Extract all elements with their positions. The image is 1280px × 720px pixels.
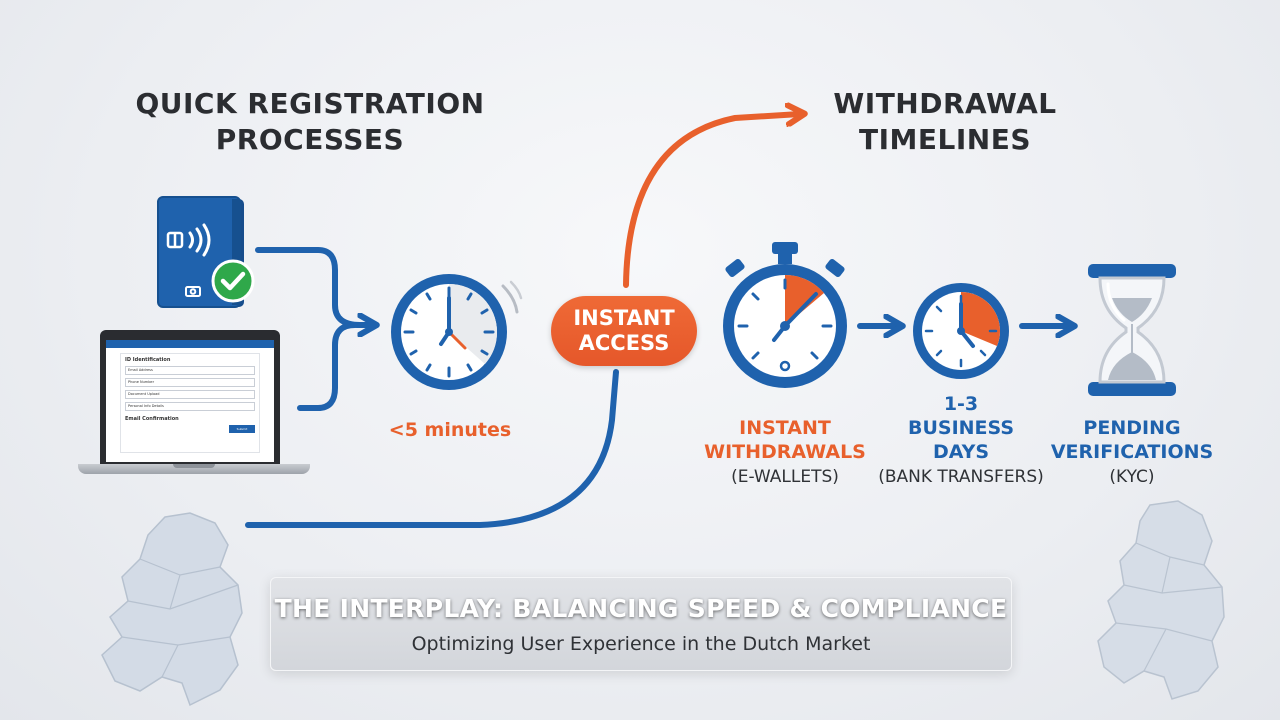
form-section-title: ID Identification: [125, 357, 171, 363]
timeline-2-line3: DAYS: [932, 441, 990, 463]
right-heading-line2: TIMELINES: [859, 123, 1031, 156]
camera-symbol-icon: [185, 286, 201, 297]
instant-access-line2: ACCESS: [578, 331, 670, 355]
hourglass-icon: [1088, 264, 1176, 396]
connector-laptop-clock: [297, 322, 358, 411]
banner-subtitle: Optimizing User Experience in the Dutch …: [411, 633, 871, 655]
timeline-1-line1: INSTANT: [739, 417, 831, 439]
right-heading: WITHDRAWAL TIMELINES: [800, 86, 1090, 158]
laptop-form-panel: ID Identification Email Address Phone Nu…: [120, 353, 260, 453]
timeline-2-sub: (BANK TRANSFERS): [878, 467, 1044, 487]
timeline-1-line2: WITHDRAWALS: [704, 441, 866, 463]
left-heading: QUICK REGISTRATION PROCESSES: [110, 86, 510, 158]
registration-time-label: <5 minutes: [388, 419, 512, 441]
left-heading-line1: QUICK REGISTRATION: [135, 87, 485, 120]
timeline-pending-verifications: PENDING VERIFICATIONS (KYC): [1042, 416, 1222, 488]
right-heading-line1: WITHDRAWAL: [833, 87, 1057, 120]
banner-title: THE INTERPLAY: BALANCING SPEED & COMPLIA…: [274, 594, 1008, 623]
form-field-4: Personal Info Details: [125, 402, 255, 411]
connector-bottom-curve: [245, 369, 619, 528]
stopwatch-icon: [723, 242, 847, 388]
timeline-business-days: 1-3 BUSINESS DAYS (BANK TRANSFERS): [870, 392, 1052, 488]
timeline-1-sub: (E-WALLETS): [731, 467, 839, 487]
timeline-3-line2: VERIFICATIONS: [1050, 441, 1214, 463]
left-heading-line2: PROCESSES: [215, 123, 405, 156]
form-submit-button: Submit: [229, 425, 255, 433]
timeline-2-line2: BUSINESS: [907, 417, 1015, 439]
contactless-icon: [188, 223, 211, 257]
instant-access-badge: INSTANT ACCESS: [551, 296, 697, 366]
form-field-1: Email Address: [125, 366, 255, 375]
chip-icon: [166, 231, 184, 249]
clock-icon: [391, 274, 523, 390]
form-field-3: Document Upload: [125, 390, 255, 399]
form-confirm-title: Email Confirmation: [125, 416, 179, 422]
form-field-2: Phone Number: [125, 378, 255, 387]
bottom-banner: THE INTERPLAY: BALANCING SPEED & COMPLIA…: [270, 577, 1012, 671]
checkmark-icon: [211, 259, 255, 303]
timeline-instant-withdrawals: INSTANT WITHDRAWALS (E-WALLETS): [690, 416, 880, 488]
connector-passport-clock: [255, 247, 372, 325]
laptop-icon: ID Identification Email Address Phone Nu…: [78, 330, 310, 476]
business-days-clock-icon: [913, 283, 1009, 379]
connector-orange-curve: [623, 114, 800, 288]
timeline-2-line1: 1-3: [943, 393, 979, 415]
netherlands-map-right-icon: [1097, 500, 1225, 700]
timeline-3-line1: PENDING: [1083, 417, 1181, 439]
laptop-form-header: [106, 340, 274, 348]
laptop-base: [78, 464, 310, 474]
instant-access-line1: INSTANT: [573, 306, 675, 330]
netherlands-map-left-icon: [101, 512, 243, 707]
laptop-screen: ID Identification Email Address Phone Nu…: [106, 340, 274, 462]
timeline-3-sub: (KYC): [1109, 467, 1155, 487]
